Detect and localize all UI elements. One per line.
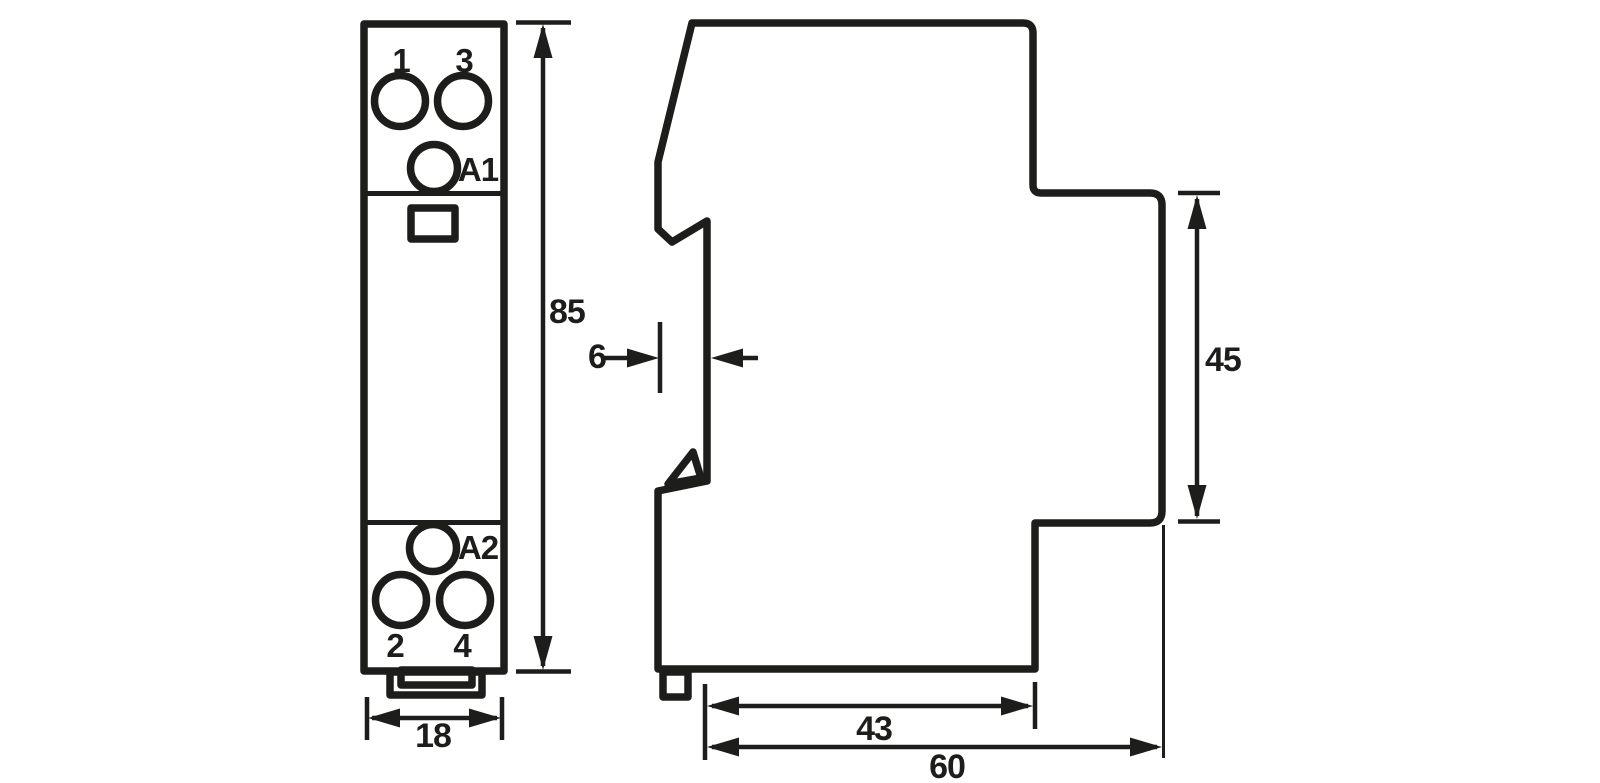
arrowhead-left-icon — [368, 708, 400, 728]
arrowhead-up-icon — [533, 24, 553, 58]
front-view: 1 3 A1 A2 2 4 — [360, 20, 508, 699]
terminal-hole-3 — [433, 71, 493, 131]
dimension-label-rail-depth: 6 — [588, 338, 606, 376]
arrowhead-left-icon — [707, 737, 739, 757]
indicator-window — [407, 204, 459, 243]
arrowhead-down-icon — [533, 636, 553, 670]
terminal-label-a2: A2 — [458, 529, 499, 566]
dimension-label-total-depth: 60 — [929, 748, 965, 783]
terminal-hole-1 — [370, 71, 430, 131]
dimension-body-depth: 43 — [702, 682, 1038, 760]
dimension-module-width: 18 — [364, 697, 505, 755]
arrowhead-right-icon — [469, 708, 501, 728]
clip-release-triangle — [664, 448, 705, 488]
arrowhead-right-icon — [627, 348, 659, 368]
dimension-label-width: 18 — [415, 717, 451, 755]
dimension-label-height: 85 — [549, 293, 585, 331]
arrowhead-right-icon — [1001, 696, 1033, 716]
arrowhead-left-icon — [707, 696, 739, 716]
arrowhead-right-icon — [1130, 737, 1162, 757]
dimension-total-depth: 60 — [707, 525, 1165, 783]
dimension-overall-height: 85 — [516, 20, 586, 674]
terminal-label-2: 2 — [386, 627, 404, 664]
dimension-label-front-height: 45 — [1205, 341, 1241, 379]
arrowhead-left-icon — [711, 348, 743, 368]
side-view-outline — [654, 19, 1166, 673]
side-view — [654, 19, 1166, 701]
coil-terminal-hole-a1 — [406, 140, 462, 196]
terminal-hole-4 — [435, 570, 495, 630]
arrowhead-down-icon — [1187, 485, 1207, 519]
dimension-label-body-depth: 43 — [856, 710, 892, 748]
terminal-label-1: 1 — [392, 42, 410, 79]
terminal-label-a1: A1 — [458, 151, 499, 188]
dimension-front-face-height: 45 — [1178, 190, 1242, 524]
terminal-label-3: 3 — [455, 42, 473, 79]
din-clip-tab — [659, 668, 692, 701]
terminal-label-4: 4 — [453, 627, 472, 664]
din-foot-inner — [397, 666, 476, 689]
arrowhead-up-icon — [1187, 195, 1207, 229]
coil-terminal-hole-a2 — [405, 520, 461, 576]
terminal-hole-2 — [371, 570, 431, 630]
dimension-rail-recess-depth: 6 — [588, 322, 758, 393]
